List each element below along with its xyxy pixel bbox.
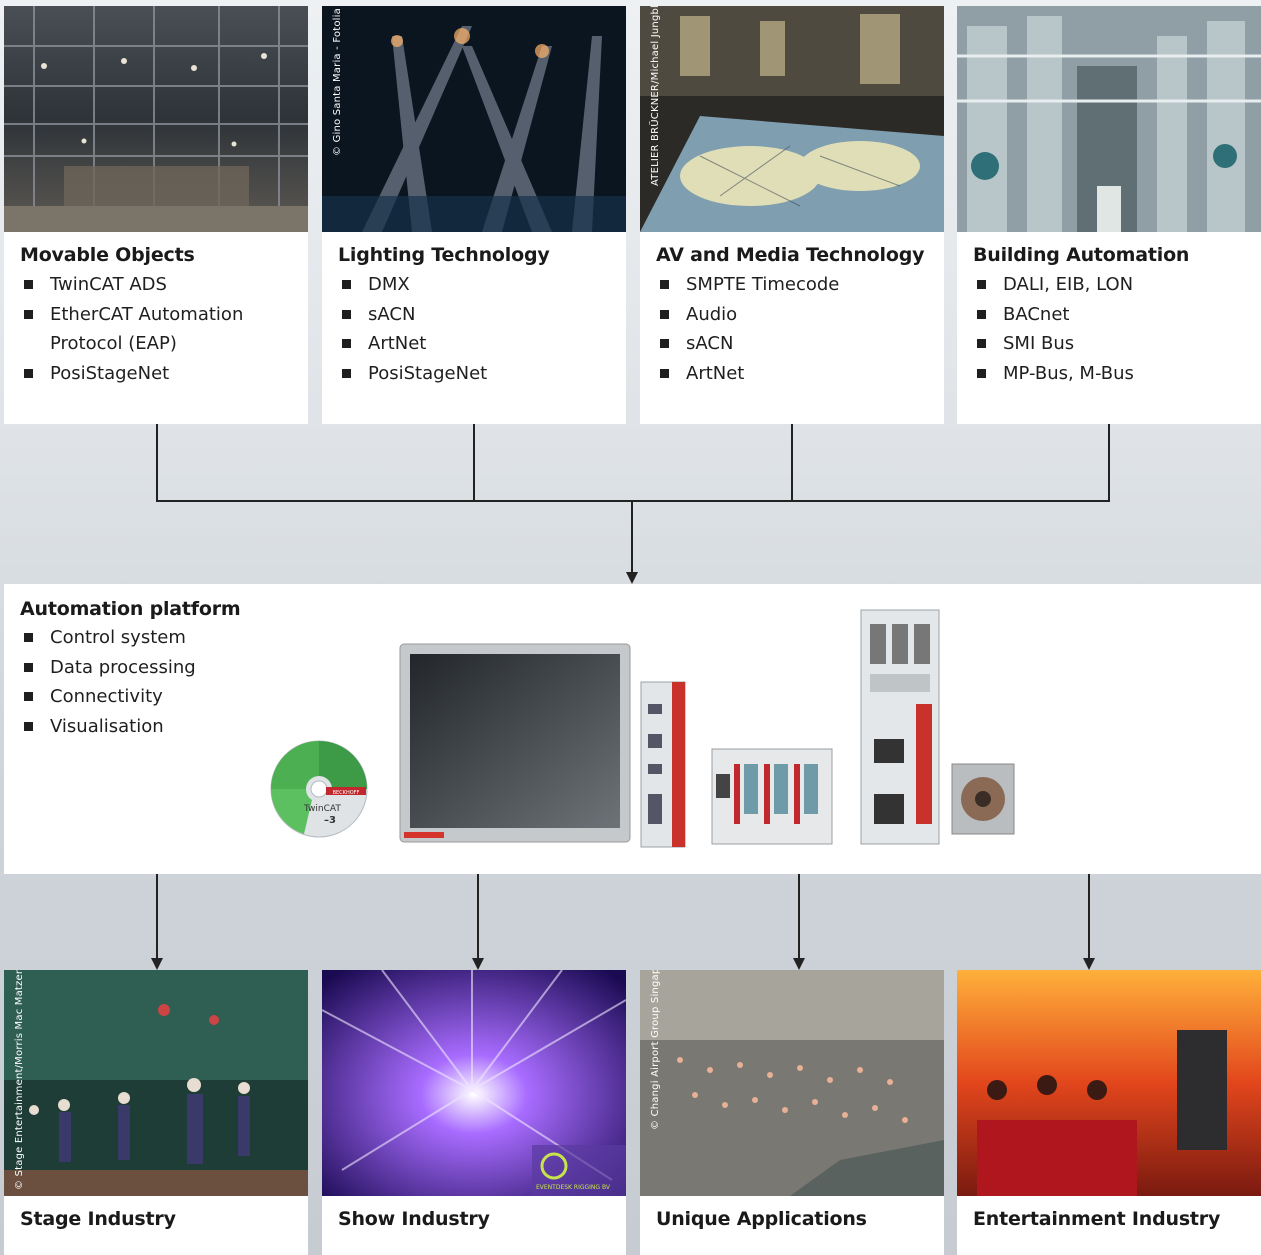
list-item: DALI, EIB, LON xyxy=(973,270,1134,300)
list-item: Control system xyxy=(20,623,196,653)
card-unique-applications: © Changi Airport Group Singapore Unique … xyxy=(640,970,944,1255)
list-item: Visualisation xyxy=(20,712,196,742)
servo-drive-icon xyxy=(860,609,940,845)
exhibition-hall-photo xyxy=(640,6,944,232)
cd-brand-label: TwinCAT xyxy=(303,804,341,814)
card-lighting-technology: © Gino Santa Maria - Fotolia Lighting Te… xyxy=(322,6,626,424)
list-item: DMX xyxy=(338,270,487,300)
card-movable-objects: Movable Objects TwinCAT ADS EtherCAT Aut… xyxy=(4,6,308,424)
list-item: Data processing xyxy=(20,653,196,683)
card-stage-industry: © Stage Entertainment/Morris Mac Matzen … xyxy=(4,970,308,1255)
servo-motor-icon xyxy=(951,763,1015,835)
card-title: Lighting Technology xyxy=(338,244,550,266)
list-item: Audio xyxy=(656,300,839,330)
protocol-list: SMPTE Timecode Audio sACN ArtNet xyxy=(656,270,839,388)
list-item: TwinCAT ADS xyxy=(20,270,243,300)
io-terminals-icon xyxy=(711,748,833,845)
card-title: Movable Objects xyxy=(20,244,195,266)
light-show-photo xyxy=(322,970,626,1196)
photo-credit: © Stage Entertainment/Morris Mac Matzen xyxy=(14,970,25,1190)
photo-credit: © Gino Santa Maria - Fotolia xyxy=(332,8,343,156)
cd-version-label: 3 xyxy=(329,815,336,826)
card-entertainment-industry: Entertainment Industry xyxy=(957,970,1261,1255)
platform-title: Automation platform xyxy=(20,598,241,620)
card-show-industry: EVENTDESK RIGGING BV Show Industry xyxy=(322,970,626,1255)
list-item: Connectivity xyxy=(20,682,196,712)
automation-platform-panel: Automation platform Control system Data … xyxy=(4,584,1261,874)
panel-pc-icon xyxy=(399,643,631,843)
card-title: AV and Media Technology xyxy=(656,244,925,266)
list-item: sACN xyxy=(656,329,839,359)
building-plant-photo xyxy=(957,6,1261,232)
list-item: MP-Bus, M-Bus xyxy=(973,359,1134,389)
card-av-media-technology: ATELIER BRÜCKNER/Michael Jungblut AV and… xyxy=(640,6,944,424)
card-title: Building Automation xyxy=(973,244,1190,266)
list-item: EtherCAT Automation xyxy=(20,300,243,330)
protocol-list: TwinCAT ADS EtherCAT Automation Protocol… xyxy=(20,270,243,388)
eventdesk-logo-text: EVENTDESK RIGGING BV xyxy=(536,1184,610,1191)
photo-credit: © Changi Airport Group Singapore xyxy=(650,970,661,1130)
list-item-continuation: Protocol (EAP) xyxy=(50,333,177,354)
card-building-automation: Building Automation DALI, EIB, LON BACne… xyxy=(957,6,1261,424)
card-title: Entertainment Industry xyxy=(973,1208,1221,1230)
card-title: Unique Applications xyxy=(656,1208,867,1230)
card-title: Stage Industry xyxy=(20,1208,176,1230)
photo-credit: ATELIER BRÜCKNER/Michael Jungblut xyxy=(650,6,661,186)
protocol-list: DALI, EIB, LON BACnet SMI Bus MP-Bus, M-… xyxy=(973,270,1134,388)
stage-lights-photo xyxy=(322,6,626,232)
list-item: sACN xyxy=(338,300,487,330)
list-item: SMPTE Timecode xyxy=(656,270,839,300)
card-title: Show Industry xyxy=(338,1208,490,1230)
list-item: BACnet xyxy=(973,300,1134,330)
embedded-pc-icon xyxy=(640,681,686,848)
list-item: ArtNet xyxy=(656,359,839,389)
list-item: PosiStageNet xyxy=(338,359,487,389)
svg-text:–3: –3 xyxy=(324,815,336,826)
product-lineup-illustration: BECKHOFF TwinCAT –3 xyxy=(270,609,1015,848)
list-item: ArtNet xyxy=(338,329,487,359)
list-item: SMI Bus xyxy=(973,329,1134,359)
kinetic-sculpture-photo xyxy=(640,970,944,1196)
theme-ride-photo xyxy=(957,970,1261,1196)
stage-show-photo xyxy=(4,970,308,1196)
protocol-list: DMX sACN ArtNet PosiStageNet xyxy=(338,270,487,388)
cd-maker-label: BECKHOFF xyxy=(333,790,360,796)
list-item: PosiStageNet xyxy=(20,359,243,389)
platform-feature-list: Control system Data processing Connectiv… xyxy=(20,623,196,741)
stage-machinery-photo xyxy=(4,6,308,232)
twincat-cd-icon: BECKHOFF TwinCAT –3 xyxy=(270,740,368,838)
